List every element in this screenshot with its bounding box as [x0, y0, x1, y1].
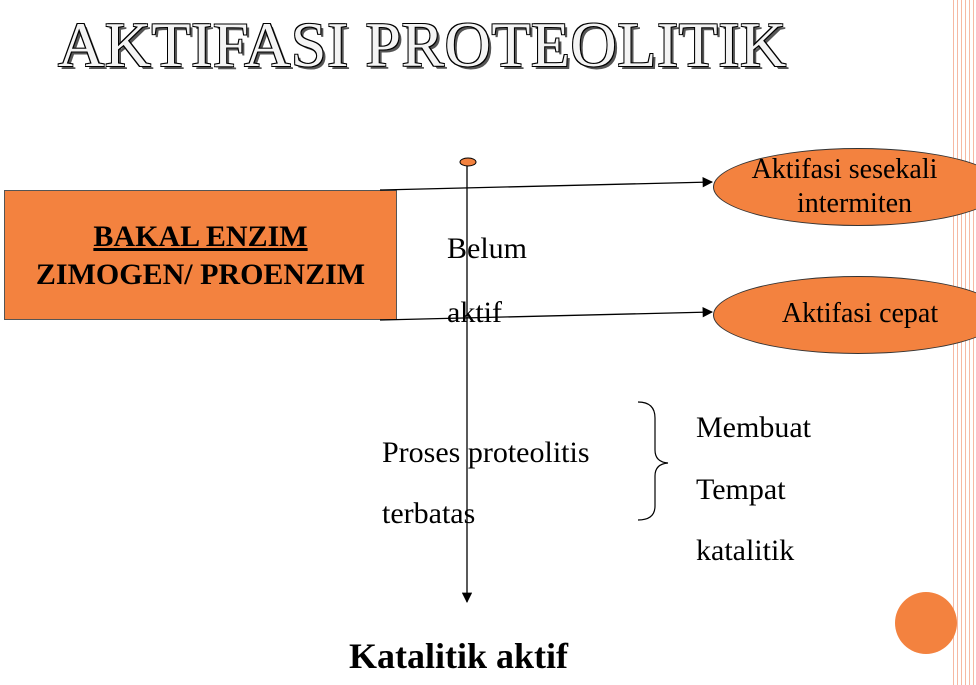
axis-top-marker — [459, 157, 477, 167]
slide-title: AKTIFASI PROTEOLITIK — [58, 9, 787, 80]
label-belum: Belum — [447, 232, 527, 265]
zymogen-box — [4, 190, 397, 320]
label-katalitik: katalitik — [696, 534, 795, 567]
label-aktif: aktif — [447, 296, 502, 329]
label-proses-proteolitis: Proses proteolitis — [382, 436, 590, 469]
decorative-orange-dot — [895, 592, 957, 654]
ellipse-fast — [713, 276, 976, 354]
ellipse-fast-label: Aktifasi cepat — [781, 298, 939, 329]
label-tempat: Tempat — [696, 473, 786, 506]
zymogen-box-line2: ZIMOGEN/ PROENZIM — [35, 258, 366, 291]
label-terbatas: terbatas — [382, 497, 476, 530]
zymogen-box-line1: BAKAL ENZIM — [93, 220, 308, 253]
label-katalitik-aktif: Katalitik aktif — [349, 636, 569, 676]
arrow-to-intermittent — [379, 177, 714, 191]
arrow-to-fast — [379, 307, 714, 321]
ellipse-intermittent-line2: intermiten — [796, 188, 913, 219]
ellipse-intermittent-line1: Aktifasi sesekali — [751, 154, 938, 185]
ellipse-intermittent — [713, 148, 976, 226]
curly-brace — [637, 401, 669, 521]
label-membuat: Membuat — [696, 411, 811, 444]
